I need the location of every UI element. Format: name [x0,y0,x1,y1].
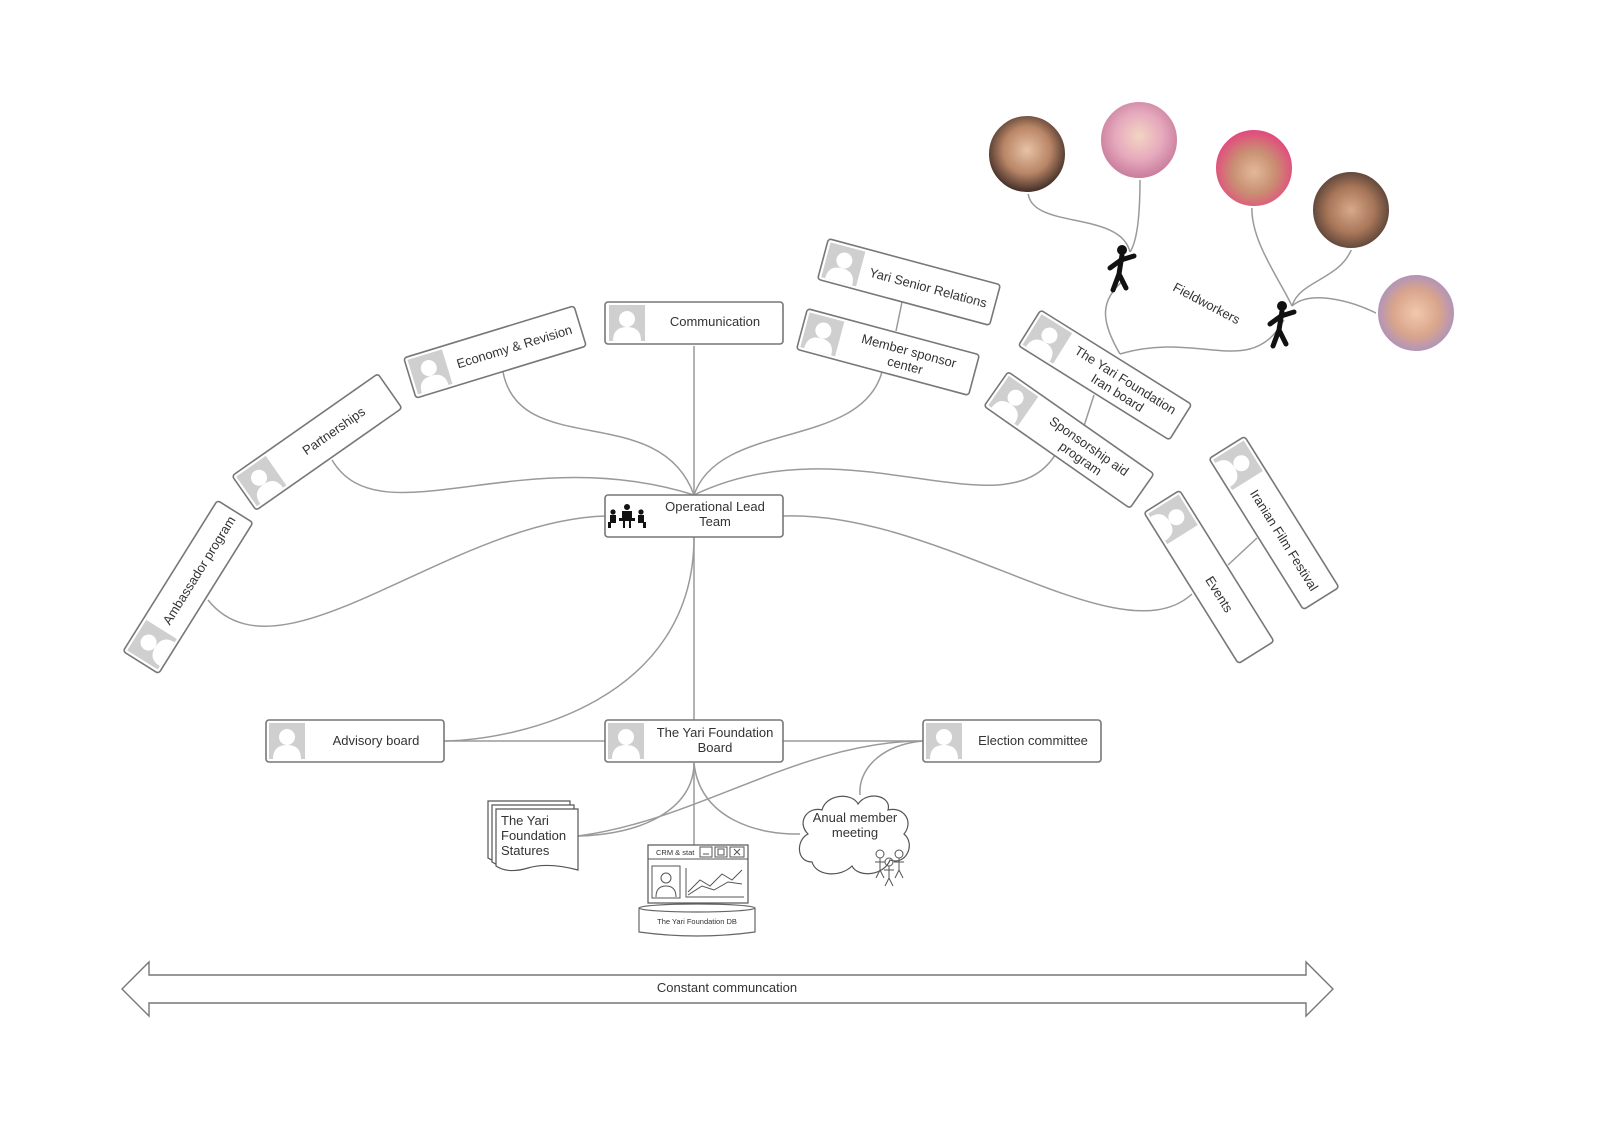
line-chart-icon [685,868,744,898]
child-photo [1214,128,1294,208]
olt-label-line2: Team [699,514,731,529]
fieldworker-icon [1270,301,1294,346]
constant-communication-arrow: Constant communcation [121,960,1334,1018]
edge-election-meeting [859,740,924,796]
annual-meeting-label-line1: Anual member [813,810,898,825]
edge-iran-board-sponsorship [1083,394,1095,427]
edge-photo4-fieldworker2 [1291,247,1353,307]
edge-member-sponsor [693,371,883,496]
foundation-board-label-line1: The Yari Foundation [657,725,774,740]
annual-meeting-label-line2: meeting [832,825,878,840]
window-minimize-icon [699,846,713,858]
edge-iran-board-fieldworker2 [1119,319,1285,355]
avatar-placeholder-icon [926,723,962,759]
node-communication[interactable]: Communication [604,301,784,345]
crm-window-title: CRM & stat [656,848,695,857]
election-committee-label: Election committee [978,733,1088,748]
edge-sponsorship-aid [693,449,1059,496]
olt-label-line1: Operational Lead [665,499,765,514]
edge-film-events [1227,537,1258,566]
node-election-committee[interactable]: Election committee [922,719,1102,763]
avatar-placeholder-icon [608,723,644,759]
avatar-placeholder-icon [609,305,645,341]
fieldworkers-label: Fieldworkers [1171,279,1244,327]
statures-label-line3: Statures [501,843,550,858]
child-photo [1376,273,1456,353]
user-profile-icon [651,865,681,899]
edge-senior-member [895,301,903,332]
edge-ambassador [207,515,607,627]
child-photo [987,114,1067,194]
database-label: The Yari Foundation DB [657,917,737,926]
child-photo [1311,170,1391,250]
avatar-placeholder-icon [269,723,305,759]
node-economy-revision[interactable]: Economy & Revision [403,305,587,399]
edge-economy [502,371,695,496]
window-maximize-icon [714,846,728,858]
edge-photo5-fieldworker2 [1291,297,1379,315]
edge-photo2-fieldworker1 [1129,179,1141,253]
node-crm-database[interactable]: The Yari Foundation DB CRM & stat [638,844,756,937]
edge-photo3-fieldworker2 [1251,205,1293,307]
child-photo [1099,100,1179,180]
people-group-icon [875,849,904,887]
edge-partnerships [331,459,695,496]
node-operational-lead-team[interactable]: Operational Lead Team [604,494,784,538]
foundation-board-label-line2: Board [698,740,733,755]
edge-events [782,515,1193,612]
window-close-icon [729,846,745,858]
advisory-board-label: Advisory board [333,733,420,748]
edge-board-statures [577,762,695,837]
node-annual-meeting[interactable]: Anual member meeting [798,795,910,887]
statures-label-line2: Foundation [501,828,566,843]
edge-photo1-fieldworker1 [1027,191,1131,253]
edge-olt-advisory [443,536,695,742]
node-ambassador-program[interactable]: Ambassador program [123,500,253,674]
edge-election-statures [577,740,924,837]
node-foundation-board[interactable]: The Yari Foundation Board [604,719,784,763]
node-statures[interactable]: The Yari Foundation Statures [487,800,579,872]
node-member-sponsor-center[interactable]: Member sponsor center [796,308,980,396]
constant-communication-label: Constant communcation [657,980,797,995]
node-advisory-board[interactable]: Advisory board [265,719,445,763]
node-events[interactable]: Events [1144,490,1274,664]
node-yari-senior-relations[interactable]: Yari Senior Relations [817,238,1001,326]
connectors [207,179,1379,845]
meeting-icon [608,504,646,528]
edge-board-meeting [693,762,801,835]
statures-label-line1: The Yari [501,813,549,828]
edge-iran-board-fieldworker1 [1104,279,1125,355]
communication-label: Communication [670,314,760,329]
